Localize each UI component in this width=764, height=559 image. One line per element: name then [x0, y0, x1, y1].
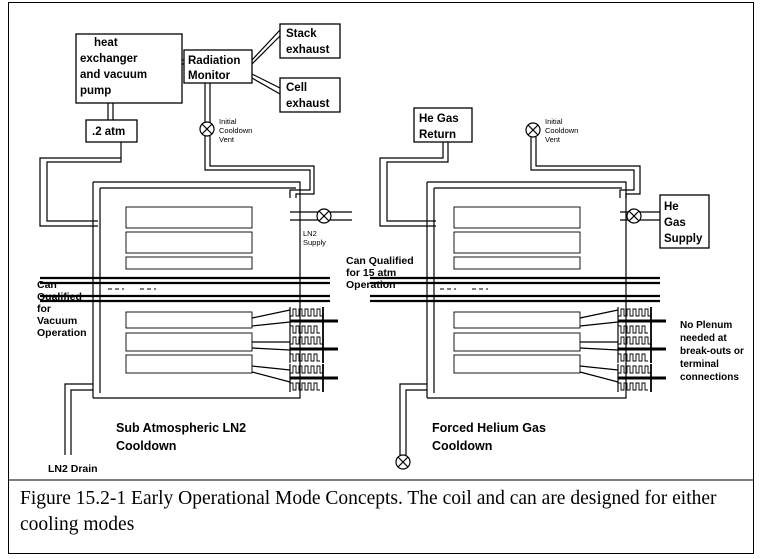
he-gas-return-box — [413, 107, 473, 143]
he-gas-supply-box — [659, 194, 710, 249]
heat-exchanger-box — [75, 33, 183, 104]
right-mode-label: Forced Helium Gas Cooldown — [432, 421, 549, 453]
pressure-label: .2 atm — [92, 126, 125, 138]
stack-exhaust-label: Stack exhaust — [286, 28, 330, 56]
ln2-drain-label: LN2 Drain — [48, 463, 98, 475]
left-vent-label: Initial Cooldown Vent — [219, 117, 254, 144]
right-vent-label: Initial Cooldown Vent — [545, 117, 580, 144]
left-mode-label: Sub Atmospheric LN2 Cooldown — [116, 421, 250, 453]
he-supply-valve-icon — [626, 208, 642, 224]
cell-exhaust-label: Cell exhaust — [286, 82, 330, 110]
right-diagram: He Gas Return Initial Cooldown Vent He G… — [346, 107, 747, 470]
left-diagram: heat exchanger and vacuum pump Radiation… — [37, 23, 352, 475]
radiation-monitor-label: Radiation Monitor — [188, 55, 244, 82]
ln2-supply-label: LN2 Supply — [303, 229, 326, 247]
he-drain-valve-icon — [395, 454, 411, 470]
right-can-note: Can Qualified for 15 atm Operation — [346, 255, 417, 291]
ln2-supply-valve-icon — [316, 208, 332, 224]
stack-exhaust-box — [279, 23, 341, 59]
heat-exchanger-label: heat exchanger and vacuum pump — [80, 37, 150, 97]
vent-valve-icon — [199, 121, 215, 137]
he-gas-return-label: He Gas Return — [419, 113, 462, 141]
plenum-note: No Plenum needed at break-outs or termin… — [680, 320, 747, 383]
cell-exhaust-box — [279, 77, 341, 113]
radiation-monitor-box — [183, 49, 253, 84]
figure-caption: Figure 15.2-1 Early Operational Mode Con… — [20, 488, 717, 535]
right-vent-valve-icon — [525, 122, 541, 138]
left-can-note: Can Qualified for Vacuum Operation — [37, 279, 87, 339]
he-gas-supply-label: He Gas Supply — [664, 201, 703, 245]
pressure-box — [85, 119, 138, 143]
